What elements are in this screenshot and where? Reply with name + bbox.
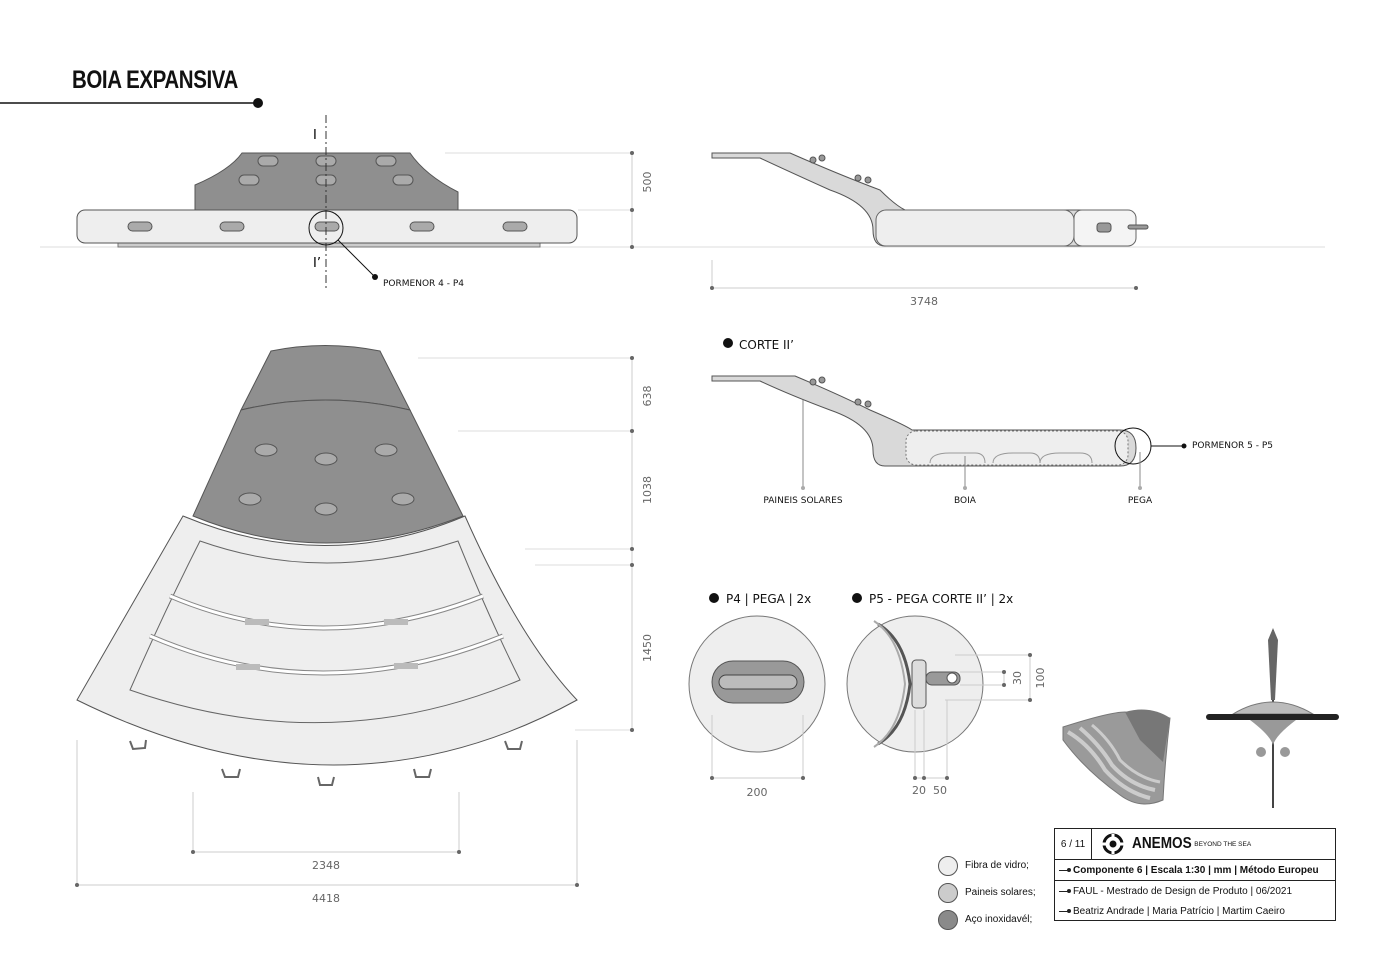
dim-length-3748: 3748 [910, 295, 938, 308]
detail-p4-heading: P4 | PEGA | 2x [726, 592, 811, 606]
section-mark-bottom: I’ [313, 256, 321, 271]
dim-1450: 1450 [641, 634, 654, 662]
page-title: BOIA EXPANSIVA [72, 66, 238, 94]
dim-1038: 1038 [641, 476, 654, 504]
anemos-logo-icon [1102, 833, 1124, 855]
title-underline [0, 98, 263, 108]
section-mark-top: I [313, 128, 317, 143]
top-view [76, 115, 634, 290]
legend-item-stainless-steel: Aço inoxidavél; [938, 906, 1036, 933]
page-number: 6 / 11 [1055, 829, 1092, 859]
authors: Beatriz Andrade | Maria Patrício | Marti… [1073, 905, 1285, 917]
title-block-line-2: FAUL - Mestrado de Design de Produto | 0… [1055, 881, 1335, 901]
title-block-line-3: Beatriz Andrade | Maria Patrício | Marti… [1055, 901, 1335, 921]
detail-p5 [846, 593, 1032, 780]
legend-item-fiberglass: Fibra de vidro; [938, 852, 1036, 879]
dim-200: 200 [747, 786, 768, 799]
side-view [710, 152, 1149, 290]
swatch-stainless-steel [938, 909, 958, 930]
dim-4418: 4418 [312, 892, 340, 905]
perspective-render [1062, 709, 1171, 805]
detail-p4 [688, 593, 826, 780]
dim-638: 638 [641, 386, 654, 407]
brand: ANEMOS BEYOND THE SEA [1100, 833, 1251, 855]
dim-height-500: 500 [641, 172, 654, 193]
dim-30: 30 [1011, 671, 1024, 685]
title-block: 6 / 11 ANEMOS BEYOND THE SEA Componente … [1054, 828, 1336, 921]
brand-tagline: BEYOND THE SEA [1194, 840, 1252, 848]
legend-label: Paineis solares; [965, 887, 1036, 898]
component-info: Componente 6 | Escala 1:30 | mm | Método… [1073, 864, 1319, 876]
legend-label: Fibra de vidro; [965, 860, 1029, 871]
title-block-line-1: Componente 6 | Escala 1:30 | mm | Método… [1055, 860, 1335, 881]
section-view [711, 338, 1187, 490]
course-info: FAUL - Mestrado de Design de Produto | 0… [1073, 885, 1293, 897]
detail-p5-heading: P5 - PEGA CORTE II’ | 2x [869, 592, 1013, 606]
dim-100: 100 [1034, 668, 1047, 689]
brand-name: ANEMOS [1132, 835, 1192, 852]
dim-20: 20 [912, 784, 926, 797]
section-label-handle: PEGA [1128, 496, 1153, 506]
dim-50: 50 [933, 784, 947, 797]
section-label-solar-panels: PAINEIS SOLARES [763, 496, 842, 506]
legend-label: Aço inoxidavél; [965, 914, 1033, 925]
swatch-fiberglass [938, 855, 958, 876]
detail-callout-p4: PORMENOR 4 - P4 [383, 279, 464, 289]
dim-2348: 2348 [312, 859, 340, 872]
section-label-buoy: BOIA [954, 496, 977, 506]
plan-view [75, 345, 634, 887]
detail-callout-p5: PORMENOR 5 - P5 [1192, 441, 1273, 451]
section-heading: CORTE II’ [739, 338, 794, 352]
swatch-solar-panels [938, 882, 958, 903]
material-legend: Fibra de vidro; Paineis solares; Aço ino… [938, 852, 1036, 933]
legend-item-solar-panels: Paineis solares; [938, 879, 1036, 906]
side-render [1206, 628, 1339, 808]
